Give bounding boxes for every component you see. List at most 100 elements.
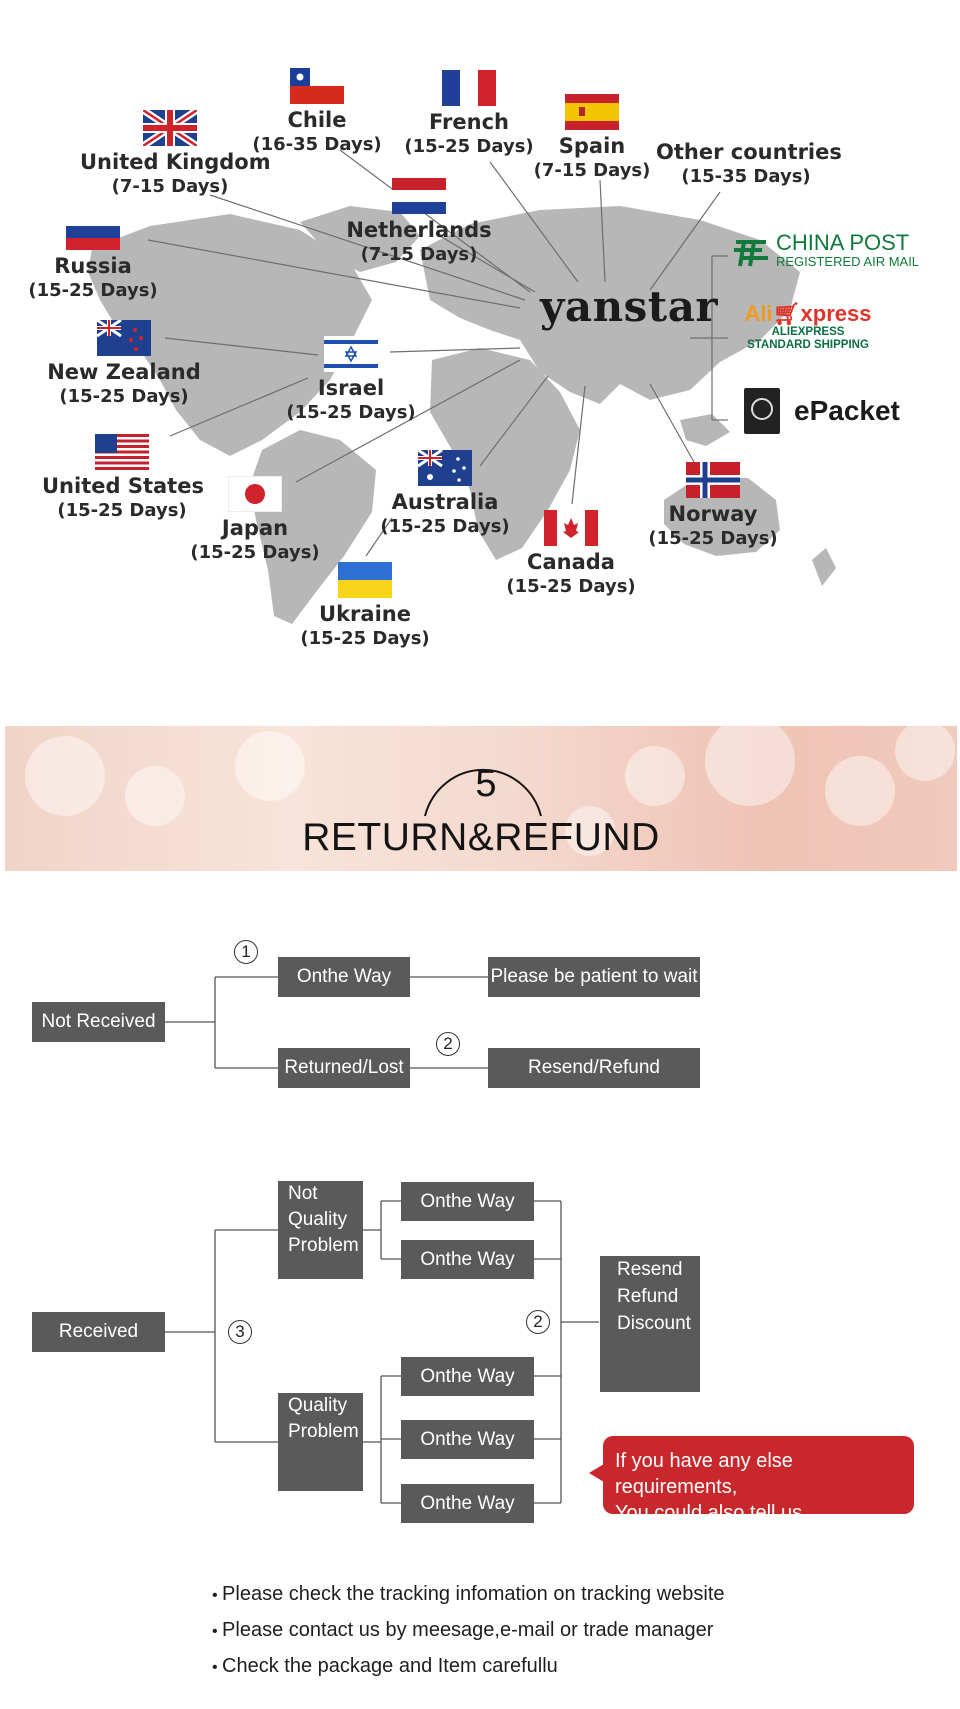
china-post-subtitle: REGISTERED AIR MAIL <box>776 254 920 269</box>
country-days: (15-35 Days) <box>681 166 811 187</box>
callout-line-2: You could also tell us. <box>615 1502 808 1524</box>
aliexpress-sub1: ALIEXPRESS <box>771 326 845 338</box>
country-label-japan: Japan (15-25 Days) <box>190 476 320 565</box>
country-name: Japan <box>221 516 289 540</box>
new-zealand-flag-icon <box>97 320 151 356</box>
step-number-2b: 2 <box>526 1310 550 1334</box>
country-days: (15-25 Days) <box>190 542 320 563</box>
not-quality-line-2: Quality <box>288 1209 348 1230</box>
return-refund-banner: 5 RETURN&REFUND <box>5 726 957 871</box>
country-name: Spain <box>558 134 626 158</box>
section-number: 5 <box>475 763 497 805</box>
outcome-line-1: Resend <box>617 1259 683 1280</box>
australia-flag-icon <box>418 450 472 486</box>
ukraine-flag-icon <box>338 562 392 598</box>
country-label-uk: United Kingdom (7-15 Days) <box>80 110 271 199</box>
on-the-way-box: Onthe Way <box>401 1240 534 1279</box>
on-the-way-box: Onthe Way <box>401 1182 534 1221</box>
country-name: Ukraine <box>319 602 411 626</box>
brand-logo-text: yanstar <box>540 282 719 331</box>
country-days: (15-25 Days) <box>28 280 158 301</box>
banner-arc <box>424 768 542 817</box>
carrier-epacket: ePacket <box>744 388 900 434</box>
callout-line-1: If you have any else requirements, <box>615 1450 793 1498</box>
country-days: (15-25 Days) <box>648 528 778 549</box>
france-flag-icon <box>442 70 496 106</box>
on-the-way-box: Onthe Way <box>401 1484 534 1523</box>
country-name: Australia <box>391 490 499 514</box>
uk-flag-icon <box>143 110 197 146</box>
country-name: Israel <box>317 376 385 400</box>
aliexpress-sub2: STANDARD SHIPPING <box>747 339 869 351</box>
step-number-3: 3 <box>228 1320 252 1344</box>
received-box: Received <box>32 1312 165 1352</box>
tip-item: Please check the tracking infomation on … <box>212 1577 725 1613</box>
quality-line-1: Quality <box>288 1395 348 1416</box>
step-number-1: 1 <box>234 940 258 964</box>
country-days: (16-35 Days) <box>252 134 382 155</box>
country-label-canada: Canada (15-25 Days) <box>506 510 636 599</box>
canada-flag-icon <box>544 510 598 546</box>
spain-flag-icon <box>565 94 619 130</box>
step-number-2: 2 <box>436 1032 460 1056</box>
tips-list: Please check the tracking infomation on … <box>212 1577 725 1685</box>
country-days: (15-25 Days) <box>286 402 416 423</box>
quality-problem-box: Quality Problem <box>278 1393 363 1491</box>
country-days: (15-25 Days) <box>300 628 430 649</box>
country-days: (7-15 Days) <box>360 244 478 265</box>
country-days: (15-25 Days) <box>59 386 189 407</box>
aliexpress-cart-icon: 🛒︎ <box>772 301 801 326</box>
china-post-title: CHINA POST <box>776 230 910 255</box>
quality-line-2: Problem <box>288 1421 359 1442</box>
aliexpress-logo: Ali🛒︎xpress <box>738 302 878 326</box>
returned-lost-box: Returned/Lost <box>278 1048 410 1088</box>
banner-title: RETURN&REFUND <box>302 816 660 859</box>
resend-refund-box: Resend/Refund <box>488 1048 700 1088</box>
africa-landmass <box>430 348 580 560</box>
outcome-line-3: Discount <box>617 1313 691 1334</box>
country-label-ukraine: Ukraine (15-25 Days) <box>300 562 430 651</box>
epacket-icon <box>744 388 780 434</box>
tip-item: Check the package and Item carefullu <box>212 1649 725 1685</box>
callout-pointer <box>589 1464 604 1482</box>
epacket-title: ePacket <box>794 395 900 426</box>
usa-flag-icon <box>95 434 149 470</box>
norway-flag-icon <box>686 462 740 498</box>
carrier-aliexpress: Ali🛒︎xpress ALIEXPRESS STANDARD SHIPPING <box>738 302 878 352</box>
country-label-spain: Spain (7-15 Days) <box>530 94 654 183</box>
country-days: (7-15 Days) <box>111 176 229 197</box>
netherlands-flag-icon <box>392 178 446 214</box>
connector-lines <box>147 149 728 557</box>
china-post-icon <box>734 240 768 267</box>
country-days: (7-15 Days) <box>533 160 651 181</box>
country-name: Norway <box>668 502 758 526</box>
country-name: United Kingdom <box>80 150 271 174</box>
not-received-box: Not Received <box>32 1002 165 1042</box>
country-label-other: Other countries (15-35 Days) <box>656 140 842 189</box>
aliexpress-logo-part-a: Ali <box>744 301 773 326</box>
world-map <box>88 149 836 624</box>
country-name: Canada <box>527 550 615 574</box>
country-label-russia: Russia (15-25 Days) <box>28 214 158 303</box>
country-label-norway: Norway (15-25 Days) <box>648 462 778 551</box>
country-label-france: French (15-25 Days) <box>404 70 534 159</box>
country-label-israel: Israel (15-25 Days) <box>286 336 416 425</box>
islands-landmass <box>680 414 730 446</box>
outcome-line-2: Refund <box>617 1286 679 1307</box>
country-days: (15-25 Days) <box>404 136 534 157</box>
country-label-chile: Chile (16-35 Days) <box>252 68 382 157</box>
on-the-way-box: Onthe Way <box>401 1420 534 1459</box>
country-days: (15-25 Days) <box>57 500 187 521</box>
country-name: New Zealand <box>47 360 201 384</box>
country-name: Chile <box>287 108 347 132</box>
on-the-way-box: Onthe Way <box>401 1357 534 1396</box>
aliexpress-logo-part-b: xpress <box>800 301 872 326</box>
patient-wait-box: Please be patient to wait <box>488 957 700 997</box>
country-days: (15-25 Days) <box>380 516 510 537</box>
country-name: French <box>429 110 509 134</box>
carrier-china-post: CHINA POST REGISTERED AIR MAIL <box>732 232 919 270</box>
chile-flag-icon <box>290 68 344 104</box>
japan-flag-icon <box>228 476 282 512</box>
tip-item: Please contact us by meesage,e-mail or t… <box>212 1613 725 1649</box>
new-zealand-landmass <box>812 548 836 586</box>
